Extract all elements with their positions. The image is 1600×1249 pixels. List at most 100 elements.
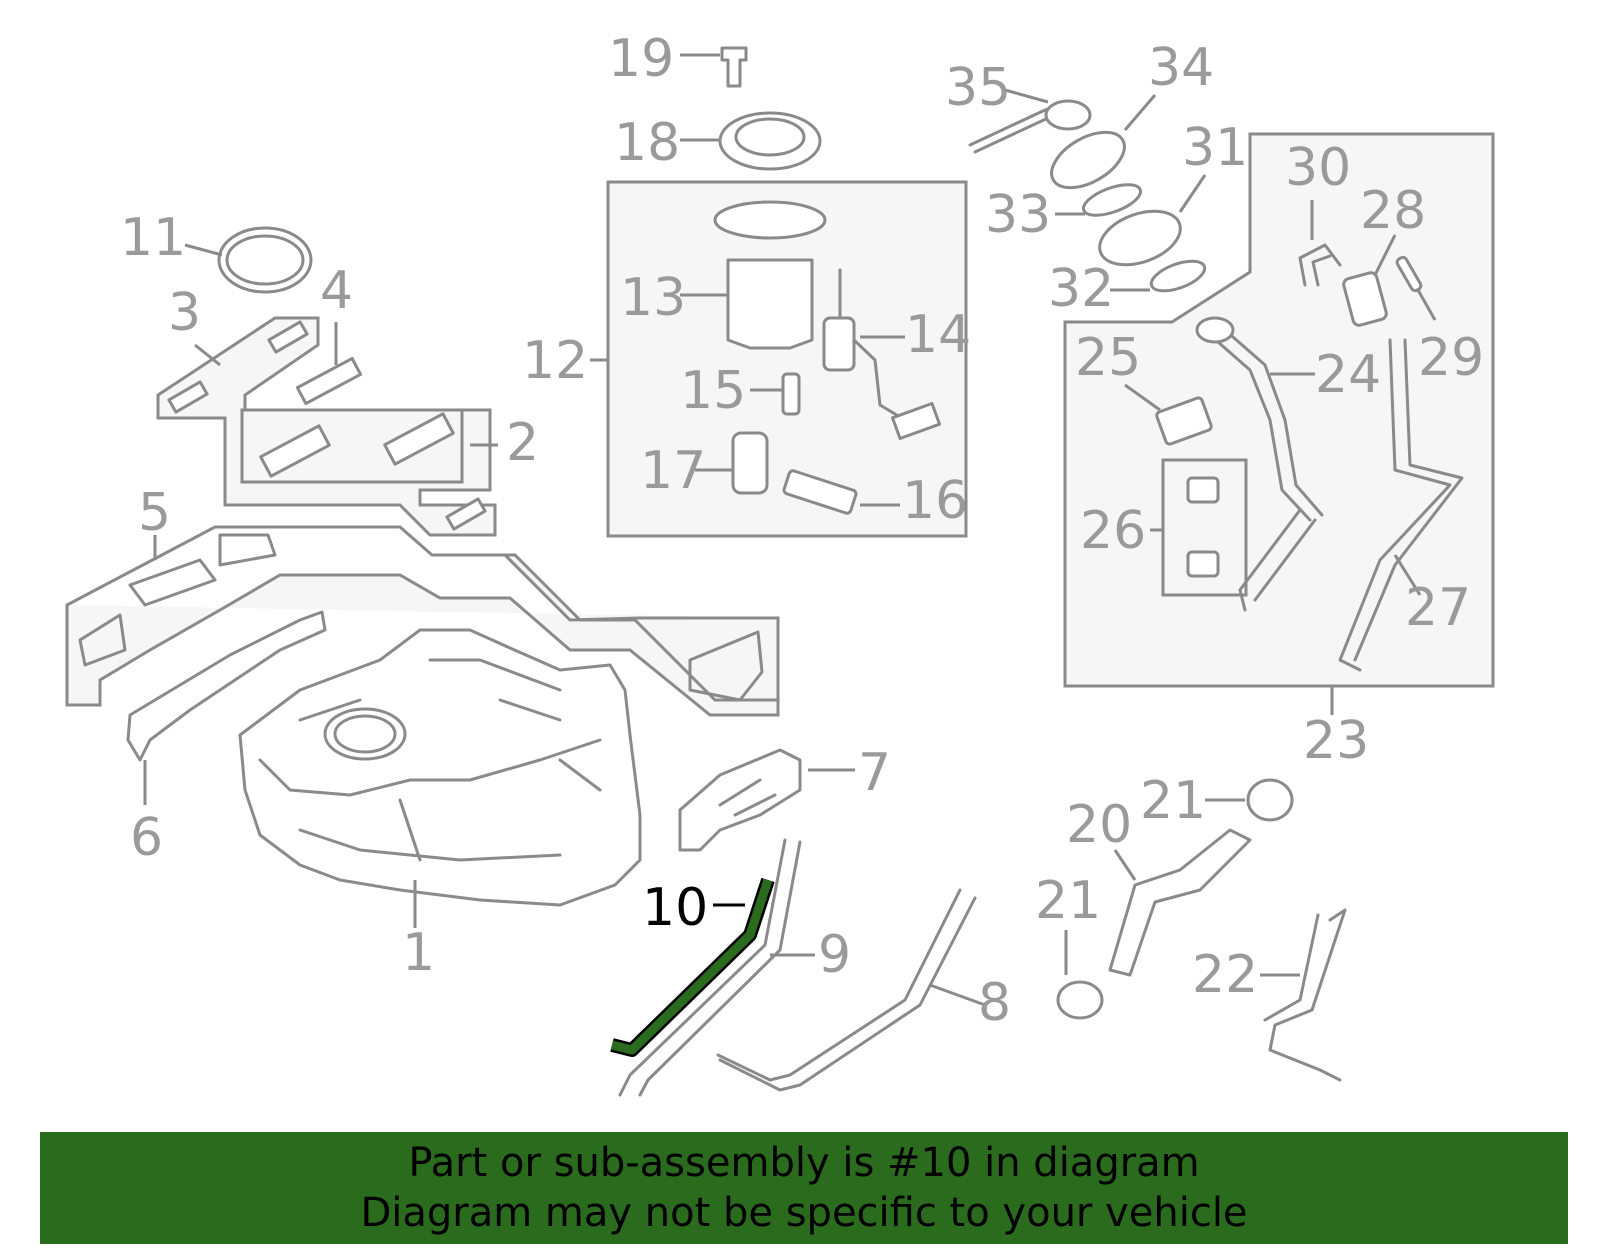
leader-11 <box>184 243 223 257</box>
clip-29 <box>1395 255 1423 293</box>
callout-8: 8 <box>978 973 1011 1033</box>
strap-9 <box>618 838 802 1097</box>
retainer-18-inner <box>734 117 806 157</box>
ring-33 <box>1082 183 1142 217</box>
callout-29: 29 <box>1418 328 1484 388</box>
clamp-21a <box>1246 778 1294 822</box>
callout-1: 1 <box>402 923 435 983</box>
leader-31 <box>1178 174 1207 213</box>
callout-34: 34 <box>1148 38 1214 98</box>
pad-2a <box>259 424 331 478</box>
callout-25: 25 <box>1075 328 1141 388</box>
filler-neck <box>1195 316 1235 344</box>
bracket-25 <box>1155 396 1213 446</box>
tank-detail <box>258 658 602 862</box>
lock-ring-11-inner <box>225 234 305 286</box>
callout-21b: 21 <box>1035 871 1101 931</box>
callout-6: 6 <box>130 808 163 868</box>
pad-c <box>445 497 487 531</box>
lock-ring-11 <box>217 226 313 294</box>
pipe-22 <box>1263 908 1347 1082</box>
callout-7: 7 <box>858 743 891 803</box>
bracket-6 <box>126 610 327 762</box>
gasket-34 <box>1050 130 1126 190</box>
cap-35-head <box>1044 99 1092 131</box>
pump-13-top <box>713 200 827 240</box>
callout-28: 28 <box>1360 181 1426 241</box>
callout-33: 33 <box>985 185 1051 245</box>
hose-27 <box>1338 338 1464 672</box>
callout-9: 9 <box>818 925 851 985</box>
callout-3: 3 <box>168 283 201 343</box>
hose-30 <box>1298 243 1342 287</box>
callout-10: 10 <box>642 878 708 938</box>
leader-28 <box>1373 234 1397 276</box>
filter-17 <box>731 431 769 495</box>
leader-27 <box>1393 554 1422 596</box>
callout-32: 32 <box>1048 259 1114 319</box>
leader-8 <box>929 983 986 1007</box>
retainer-18 <box>718 111 822 171</box>
callout-12: 12 <box>522 331 588 391</box>
callout-4: 4 <box>320 261 353 321</box>
filler-hose <box>1238 508 1317 612</box>
info-banner: Part or sub-assembly is #10 in diagram D… <box>40 1132 1568 1244</box>
callout-2: 2 <box>506 413 539 473</box>
protector-7 <box>678 748 802 852</box>
sender-14-wire <box>838 268 907 422</box>
strap-10-highlighted-fill <box>610 878 773 1055</box>
leader-25 <box>1124 383 1161 412</box>
pump-opening <box>323 707 407 761</box>
callout-11: 11 <box>120 208 186 268</box>
leader-35 <box>1004 88 1049 104</box>
callout-13: 13 <box>620 268 686 328</box>
hose-20 <box>1108 828 1252 977</box>
callout-23: 23 <box>1303 711 1369 771</box>
callout-26: 26 <box>1080 501 1146 561</box>
banner-line-2: Diagram may not be specific to your vehi… <box>360 1190 1248 1236</box>
leader-29 <box>1416 289 1437 321</box>
protector-7-detail <box>718 778 777 817</box>
callout-20: 20 <box>1066 795 1132 855</box>
clip-26b <box>1186 550 1220 578</box>
leader-3 <box>194 343 221 367</box>
fuel-tank-1 <box>238 628 642 907</box>
seal-31 <box>1098 209 1182 267</box>
callout-35: 35 <box>945 58 1011 118</box>
regulator-16 <box>782 469 858 515</box>
banner-line-1: Part or sub-assembly is #10 in diagram <box>408 1140 1200 1186</box>
callout-15: 15 <box>680 361 746 421</box>
shield-5-detail <box>78 533 764 702</box>
callout-30: 30 <box>1285 138 1351 198</box>
callout-31: 31 <box>1182 118 1248 178</box>
callout-27: 27 <box>1405 578 1471 638</box>
callout-19: 19 <box>608 29 674 89</box>
clamp-21b <box>1056 980 1104 1020</box>
callout-16: 16 <box>902 471 968 531</box>
callout-5: 5 <box>138 483 171 543</box>
sender-14-connector <box>891 401 941 441</box>
heat-shield-5 <box>65 525 780 717</box>
leader-34 <box>1123 94 1157 131</box>
callout-22: 22 <box>1192 945 1258 1005</box>
sender-14 <box>822 316 856 372</box>
pad-4 <box>295 356 363 406</box>
valve-15 <box>781 372 801 416</box>
callout-24: 24 <box>1315 345 1381 405</box>
pad-a <box>267 320 309 354</box>
pad-2b <box>383 412 455 466</box>
callout-21a: 21 <box>1140 771 1206 831</box>
callout-18: 18 <box>614 113 680 173</box>
pump-13-body <box>726 258 814 350</box>
callout-17: 17 <box>640 441 706 501</box>
filler-pipe-24 <box>1208 328 1324 522</box>
clip-26a <box>1186 476 1220 504</box>
pad-b <box>167 380 209 414</box>
screw-19 <box>720 46 748 88</box>
callout-14: 14 <box>905 305 971 365</box>
ring-32 <box>1149 259 1207 293</box>
leader-20 <box>1113 849 1137 881</box>
pump-opening-inner <box>333 714 397 754</box>
